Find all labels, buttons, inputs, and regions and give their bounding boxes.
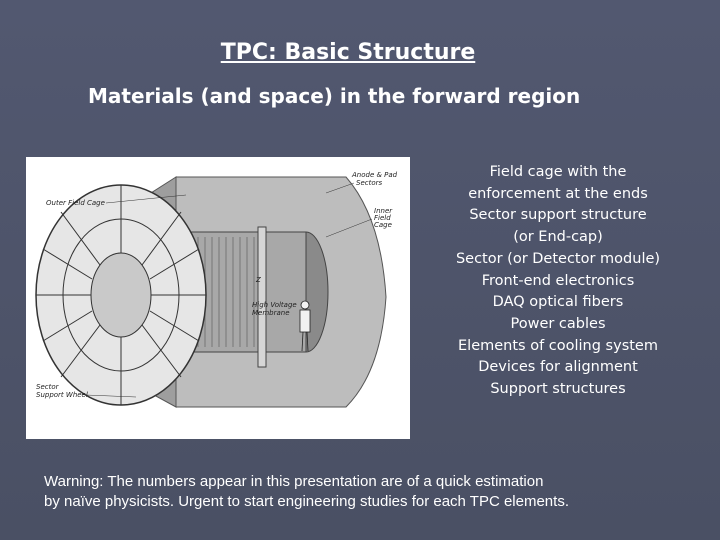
list-item: Sector (or Detector module) (455, 250, 661, 267)
tpc-diagram-svg: Anode & Pad Sectors Outer Field Cage Inn… (35, 171, 398, 408)
person-figure (299, 300, 311, 352)
wheel-hub (90, 252, 152, 338)
high-voltage-membrane (257, 226, 267, 368)
label-inner-2: Field (374, 214, 391, 222)
label-sector-support-2: Support Wheel (36, 391, 88, 399)
list-item: Field cage with the (489, 164, 627, 180)
label-sector-support-1: Sector (36, 383, 60, 391)
list-item: Elements of cooling system (458, 337, 658, 354)
leader-lines (85, 182, 373, 398)
label-z: Z (255, 276, 261, 284)
label-sectors: Sectors (356, 179, 383, 187)
list-item: Power cables (510, 315, 606, 332)
label-outer-field-cage: Outer Field Cage (46, 199, 105, 207)
warning-note: Warning: The numbers appear in this pres… (44, 472, 704, 512)
label-membrane: Membrane (252, 309, 290, 317)
tpc-diagram: Anode & Pad Sectors Outer Field Cage Inn… (26, 157, 410, 439)
list-item: Sector support structure (469, 207, 647, 224)
warning-line-2: by naïve physicists. Urgent to start eng… (44, 493, 569, 510)
slide-subtitle: Materials (and space) in the forward reg… (88, 84, 581, 108)
warning-line-1: Warning: The numbers appear in this pres… (44, 473, 544, 490)
list-item: Front-end electronics (481, 272, 635, 289)
list-item: Devices for alignment (478, 359, 638, 376)
materials-list: Field cage with the enforcement at the e… (424, 162, 692, 401)
label-inner-3: Cage (374, 221, 392, 229)
list-item: enforcement at the ends (468, 185, 648, 202)
label-high-voltage: High Voltage (252, 301, 297, 309)
label-anode: Anode & Pad (351, 171, 398, 179)
slide-title: TPC: Basic Structure (220, 40, 476, 65)
wheel-spokes (36, 185, 206, 405)
label-inner-1: Inner (374, 207, 393, 215)
list-item: (or End-cap) (513, 229, 603, 246)
list-item: DAQ optical fibers (492, 294, 624, 311)
list-item: Support structures (490, 381, 626, 398)
